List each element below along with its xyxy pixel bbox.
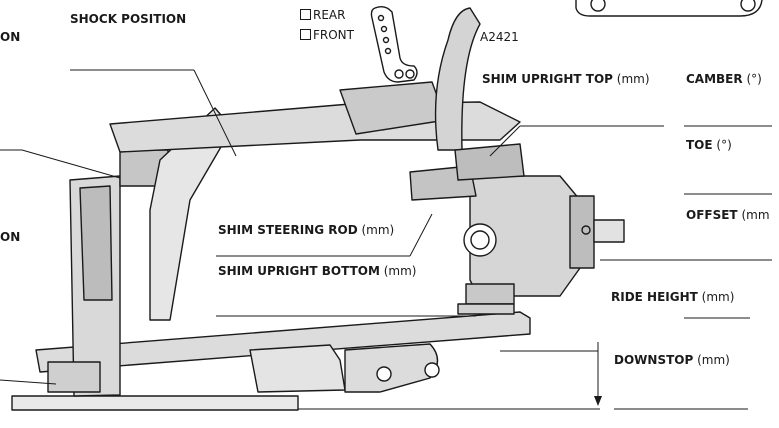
offset-label: OFFSET (mm (686, 208, 770, 222)
shim-steering-rod-label: SHIM STEERING ROD (mm) (218, 223, 395, 237)
front-checkbox[interactable]: FRONT (300, 28, 354, 42)
downstop-label: DOWNSTOP (mm) (614, 353, 730, 367)
shim-upright-bottom-label: SHIM UPRIGHT BOTTOM (mm) (218, 264, 417, 278)
left-label-mid: ON (0, 230, 21, 244)
shim-upright-top-label: SHIM UPRIGHT TOP (mm) (482, 72, 650, 86)
shock-position-label: SHOCK POSITION (70, 12, 187, 26)
front-checkbox-box[interactable] (300, 29, 311, 40)
camber-label: CAMBER (°) (686, 72, 762, 86)
part-number: A2421 (480, 30, 519, 44)
rear-checkbox-box[interactable] (300, 9, 311, 20)
toe-label: TOE (°) (686, 138, 732, 152)
ride-height-label: RIDE HEIGHT (mm) (611, 290, 735, 304)
left-label-top: ON (0, 30, 21, 44)
rear-checkbox[interactable]: REAR (300, 8, 345, 22)
